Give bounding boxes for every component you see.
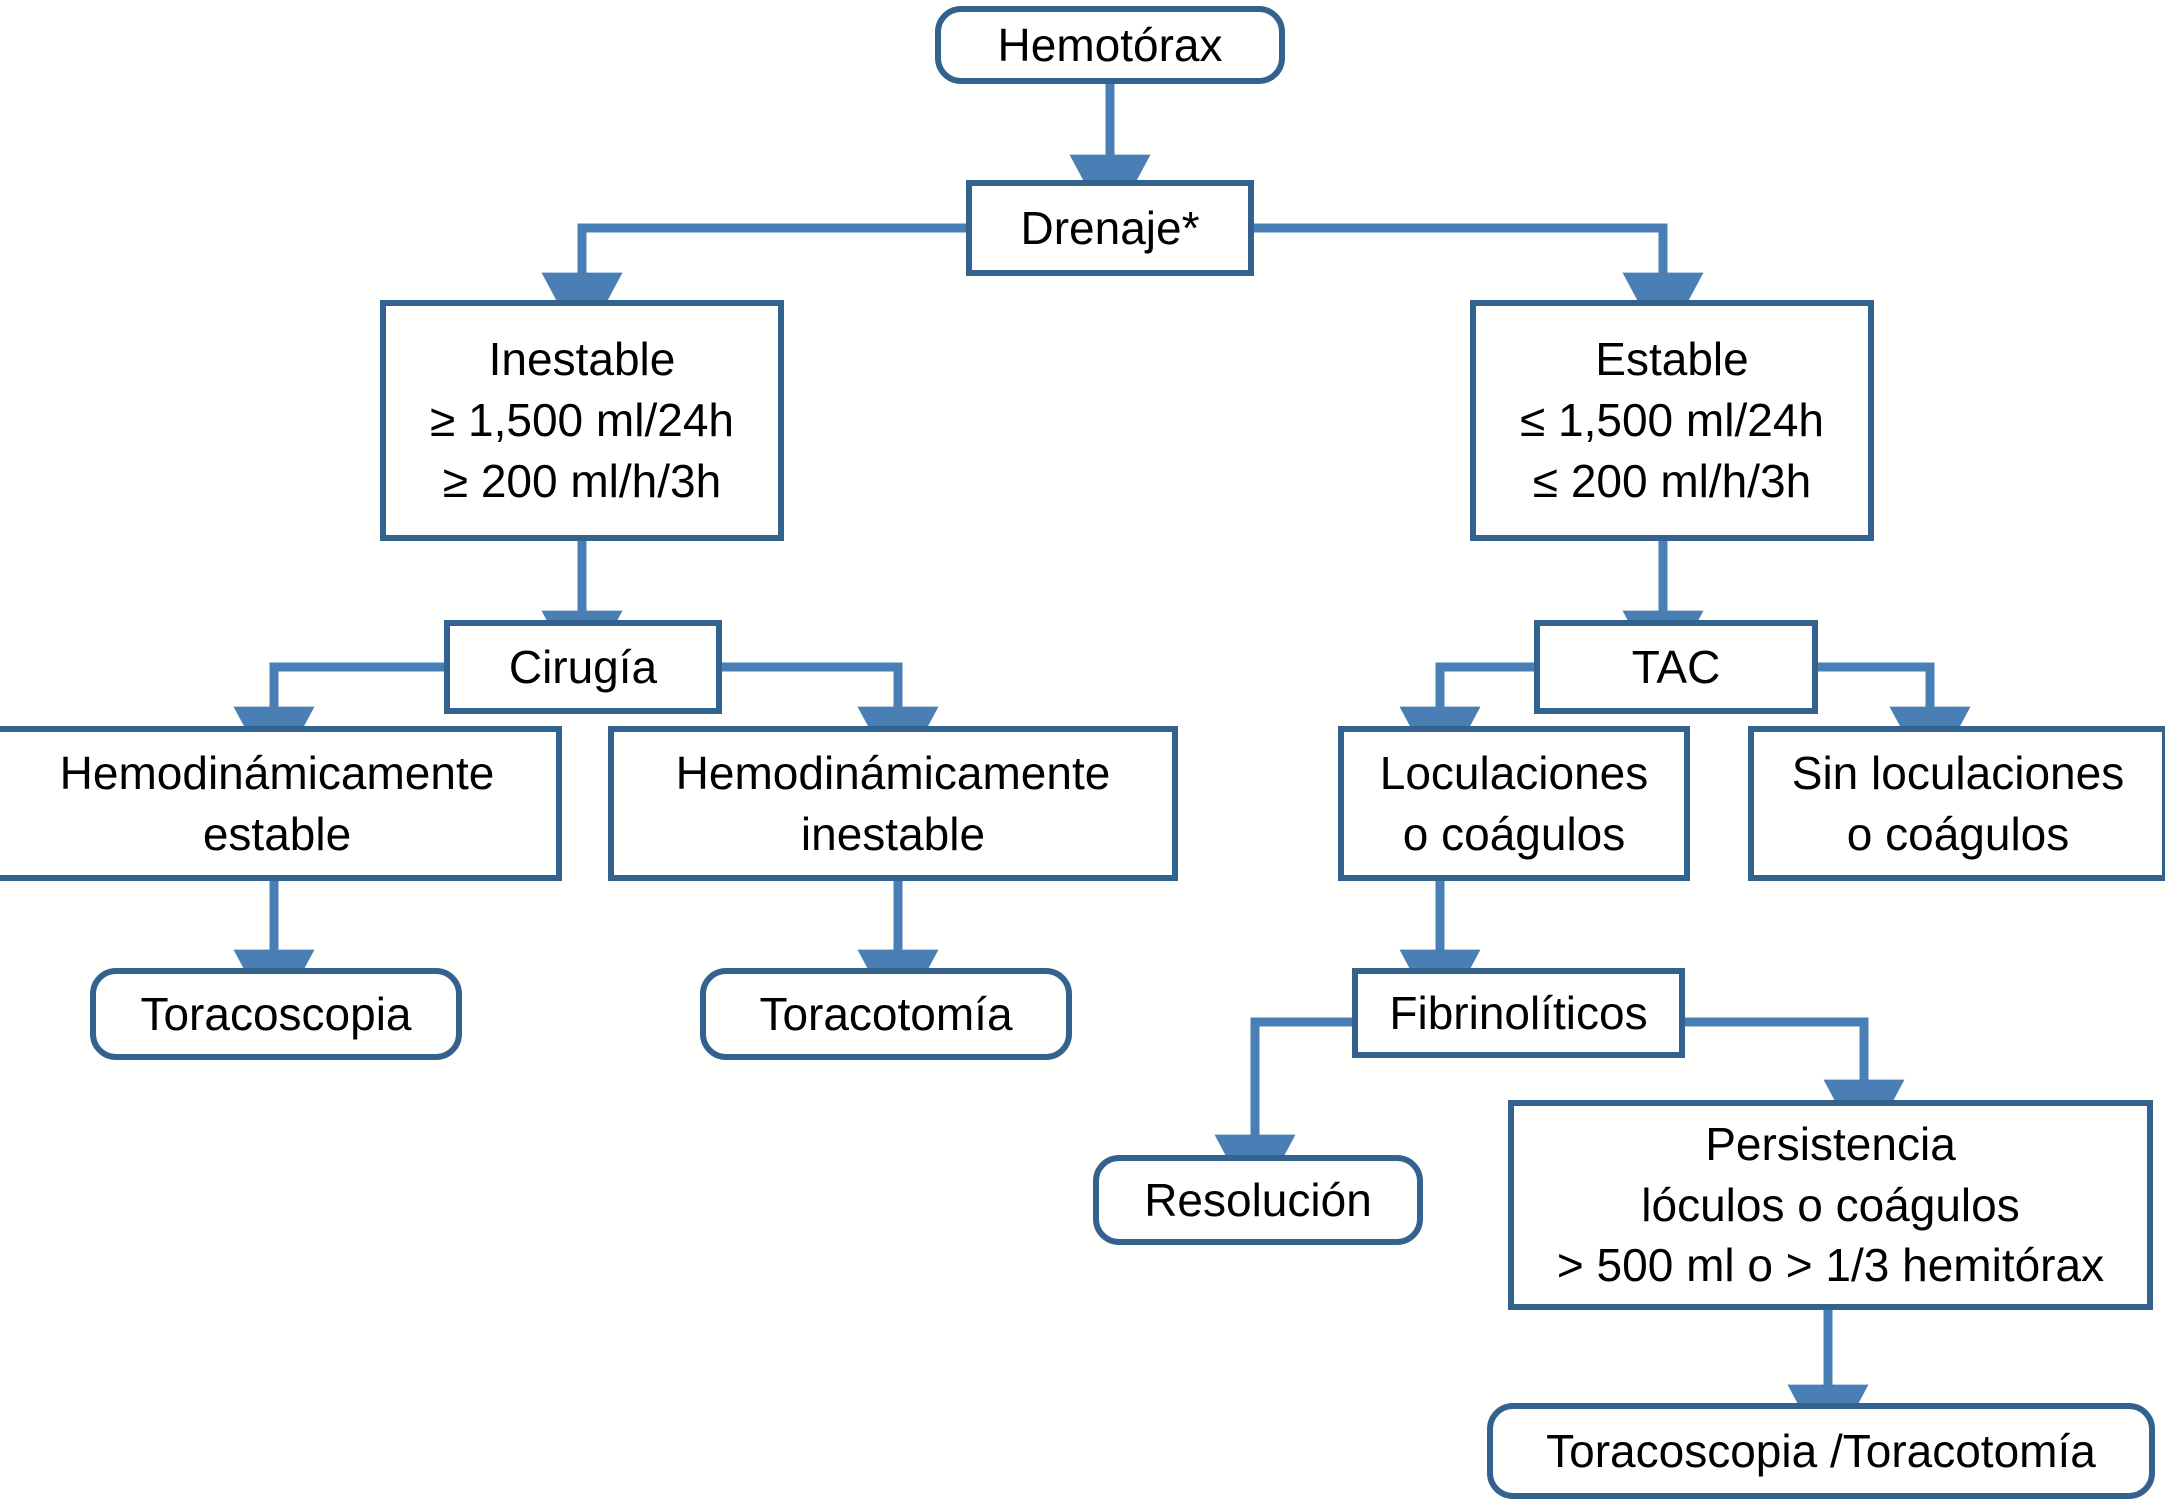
- node-tac[interactable]: TAC: [1534, 620, 1818, 714]
- edge-cirugia-hemo-inestable: [722, 662, 939, 783]
- node-fibrinoliticos-line-1: Fibrinolíticos: [1389, 986, 1648, 1039]
- node-toracotomia[interactable]: Toracotomía: [700, 968, 1072, 1060]
- node-inestable[interactable]: Inestable ≥ 1,500 ml/24h ≥ 200 ml/h/3h: [380, 300, 784, 541]
- node-persistencia-line-2: lóculos o coágulos: [1641, 1178, 2020, 1231]
- node-drenaje[interactable]: Drenaje*: [966, 180, 1254, 276]
- node-inestable-line-1: Inestable: [488, 333, 676, 386]
- node-hemotorax-line-1: Hemotórax: [997, 18, 1223, 71]
- node-cirugia[interactable]: Cirugía: [444, 620, 722, 714]
- node-hemo-estable-line-2: estable: [202, 807, 352, 860]
- node-estable[interactable]: Estable ≤ 1,500 ml/24h ≤ 200 ml/h/3h: [1470, 300, 1874, 541]
- edge-drenaje-inestable: [541, 223, 966, 349]
- node-sin-loculaciones[interactable]: Sin loculaciones o coágulos: [1748, 726, 2165, 881]
- node-inestable-line-3: ≥ 200 ml/h/3h: [442, 454, 722, 507]
- node-hemotorax[interactable]: Hemotórax: [935, 6, 1285, 84]
- node-hemodinamicamente-estable[interactable]: Hemodinámicamente estable: [0, 726, 562, 881]
- node-estable-line-3: ≤ 200 ml/h/3h: [1532, 454, 1812, 507]
- node-toracotomia-line-1: Toracotomía: [759, 987, 1013, 1040]
- node-hemo-inestable-line-1: Hemodinámicamente: [675, 746, 1111, 799]
- node-toracoscopia-line-1: Toracoscopia: [140, 987, 412, 1040]
- node-persistencia[interactable]: Persistencia lóculos o coágulos > 500 ml…: [1508, 1100, 2153, 1310]
- node-tac-line-1: TAC: [1631, 640, 1721, 693]
- edge-fibrinoliticos-persistencia: [1685, 1017, 1905, 1156]
- node-final-line-1: Toracoscopia /Toracotomía: [1546, 1424, 2096, 1477]
- node-sin-loculaciones-line-1: Sin loculaciones: [1791, 746, 2125, 799]
- node-persistencia-line-1: Persistencia: [1705, 1117, 1956, 1170]
- node-inestable-line-2: ≥ 1,500 ml/24h: [430, 394, 734, 447]
- node-toracoscopia-toracotomia-final[interactable]: Toracoscopia /Toracotomía: [1487, 1403, 2155, 1499]
- node-loculaciones-line-1: Loculaciones: [1379, 746, 1649, 799]
- node-resolucion[interactable]: Resolución: [1093, 1155, 1423, 1245]
- edge-tac-sin-loculaciones: [1818, 662, 1971, 783]
- node-persistencia-line-3: > 500 ml o > 1/3 hemitórax: [1556, 1239, 2105, 1292]
- edge-drenaje-estable: [1254, 223, 1704, 349]
- node-loculaciones[interactable]: Loculaciones o coágulos: [1338, 726, 1690, 881]
- node-fibrinoliticos[interactable]: Fibrinolíticos: [1352, 968, 1685, 1058]
- node-hemo-estable-line-1: Hemodinámicamente: [59, 746, 495, 799]
- node-hemodinamicamente-inestable[interactable]: Hemodinámicamente inestable: [608, 726, 1178, 881]
- node-resolucion-line-1: Resolución: [1144, 1173, 1372, 1226]
- node-toracoscopia[interactable]: Toracoscopia: [90, 968, 462, 1060]
- edge-fibrinoliticos-resolucion: [1214, 1017, 1352, 1211]
- node-drenaje-line-1: Drenaje*: [1020, 201, 1200, 254]
- node-sin-loculaciones-line-2: o coágulos: [1846, 807, 2070, 860]
- node-loculaciones-line-2: o coágulos: [1402, 807, 1626, 860]
- node-cirugia-line-1: Cirugía: [508, 640, 658, 693]
- edge-cirugia-hemo-estable: [233, 662, 444, 783]
- node-estable-line-1: Estable: [1595, 333, 1749, 386]
- node-estable-line-2: ≤ 1,500 ml/24h: [1520, 394, 1824, 447]
- edge-tac-loculaciones: [1399, 662, 1534, 783]
- node-hemo-inestable-line-2: inestable: [800, 807, 986, 860]
